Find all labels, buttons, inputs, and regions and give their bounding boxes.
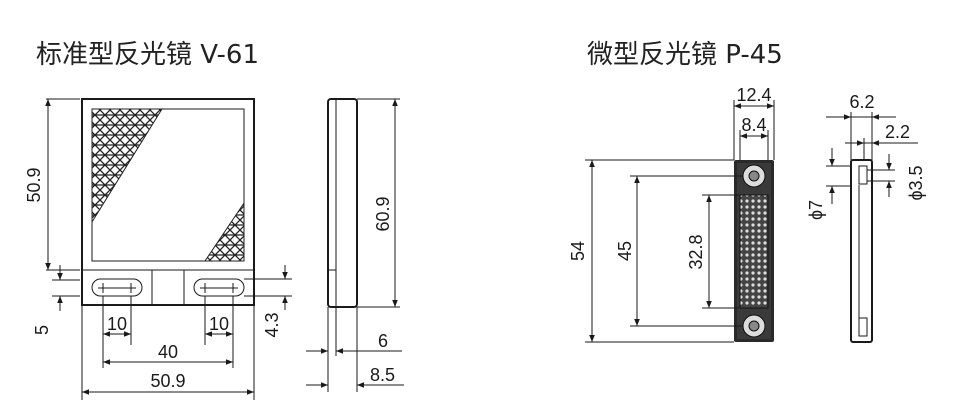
dim-micro-side-step: 2.2 bbox=[885, 122, 910, 142]
standard-reflector-title: 标准型反光镜 V-61 bbox=[36, 40, 259, 70]
dim-height-total: 60.9 bbox=[373, 196, 393, 231]
p45-front-view bbox=[734, 160, 774, 342]
dim-side-depth-b: 8.5 bbox=[370, 365, 395, 385]
dim-hole-span: 40 bbox=[158, 342, 178, 362]
p45-side-view bbox=[850, 159, 873, 343]
v61-front-view bbox=[81, 98, 255, 306]
dim-micro-hole-small: ϕ3.5 bbox=[906, 165, 926, 200]
micro-reflector-surface bbox=[739, 194, 769, 309]
micro-reflector-title: 微型反光镜 P-45 bbox=[587, 40, 783, 70]
dim-micro-reflector-height: 32.8 bbox=[686, 234, 706, 269]
dim-width: 50.9 bbox=[150, 371, 185, 391]
dim-micro-width-inner: 8.4 bbox=[741, 115, 766, 135]
dim-micro-width-outer: 12.4 bbox=[736, 85, 771, 105]
dim-micro-side-width: 6.2 bbox=[849, 92, 874, 112]
v61-side-view bbox=[327, 98, 358, 308]
dim-slot-width-right: 10 bbox=[209, 314, 229, 334]
dim-slot-offset: 5 bbox=[32, 325, 52, 335]
dim-micro-hole-span: 45 bbox=[615, 241, 635, 261]
reflector-hatch-bottom bbox=[204, 201, 245, 262]
dim-side-depth-a: 6 bbox=[378, 331, 388, 351]
mounting-slot-left bbox=[91, 278, 143, 297]
dim-micro-hole-large: ϕ7 bbox=[806, 200, 826, 220]
reflector-hatch-top bbox=[91, 108, 163, 224]
dim-slot-height: 4.3 bbox=[262, 312, 282, 337]
dim-height-reflector: 50.9 bbox=[24, 167, 44, 202]
dim-micro-height: 54 bbox=[568, 241, 588, 261]
dim-slot-width-left: 10 bbox=[107, 314, 127, 334]
mounting-slot-right bbox=[193, 278, 245, 297]
